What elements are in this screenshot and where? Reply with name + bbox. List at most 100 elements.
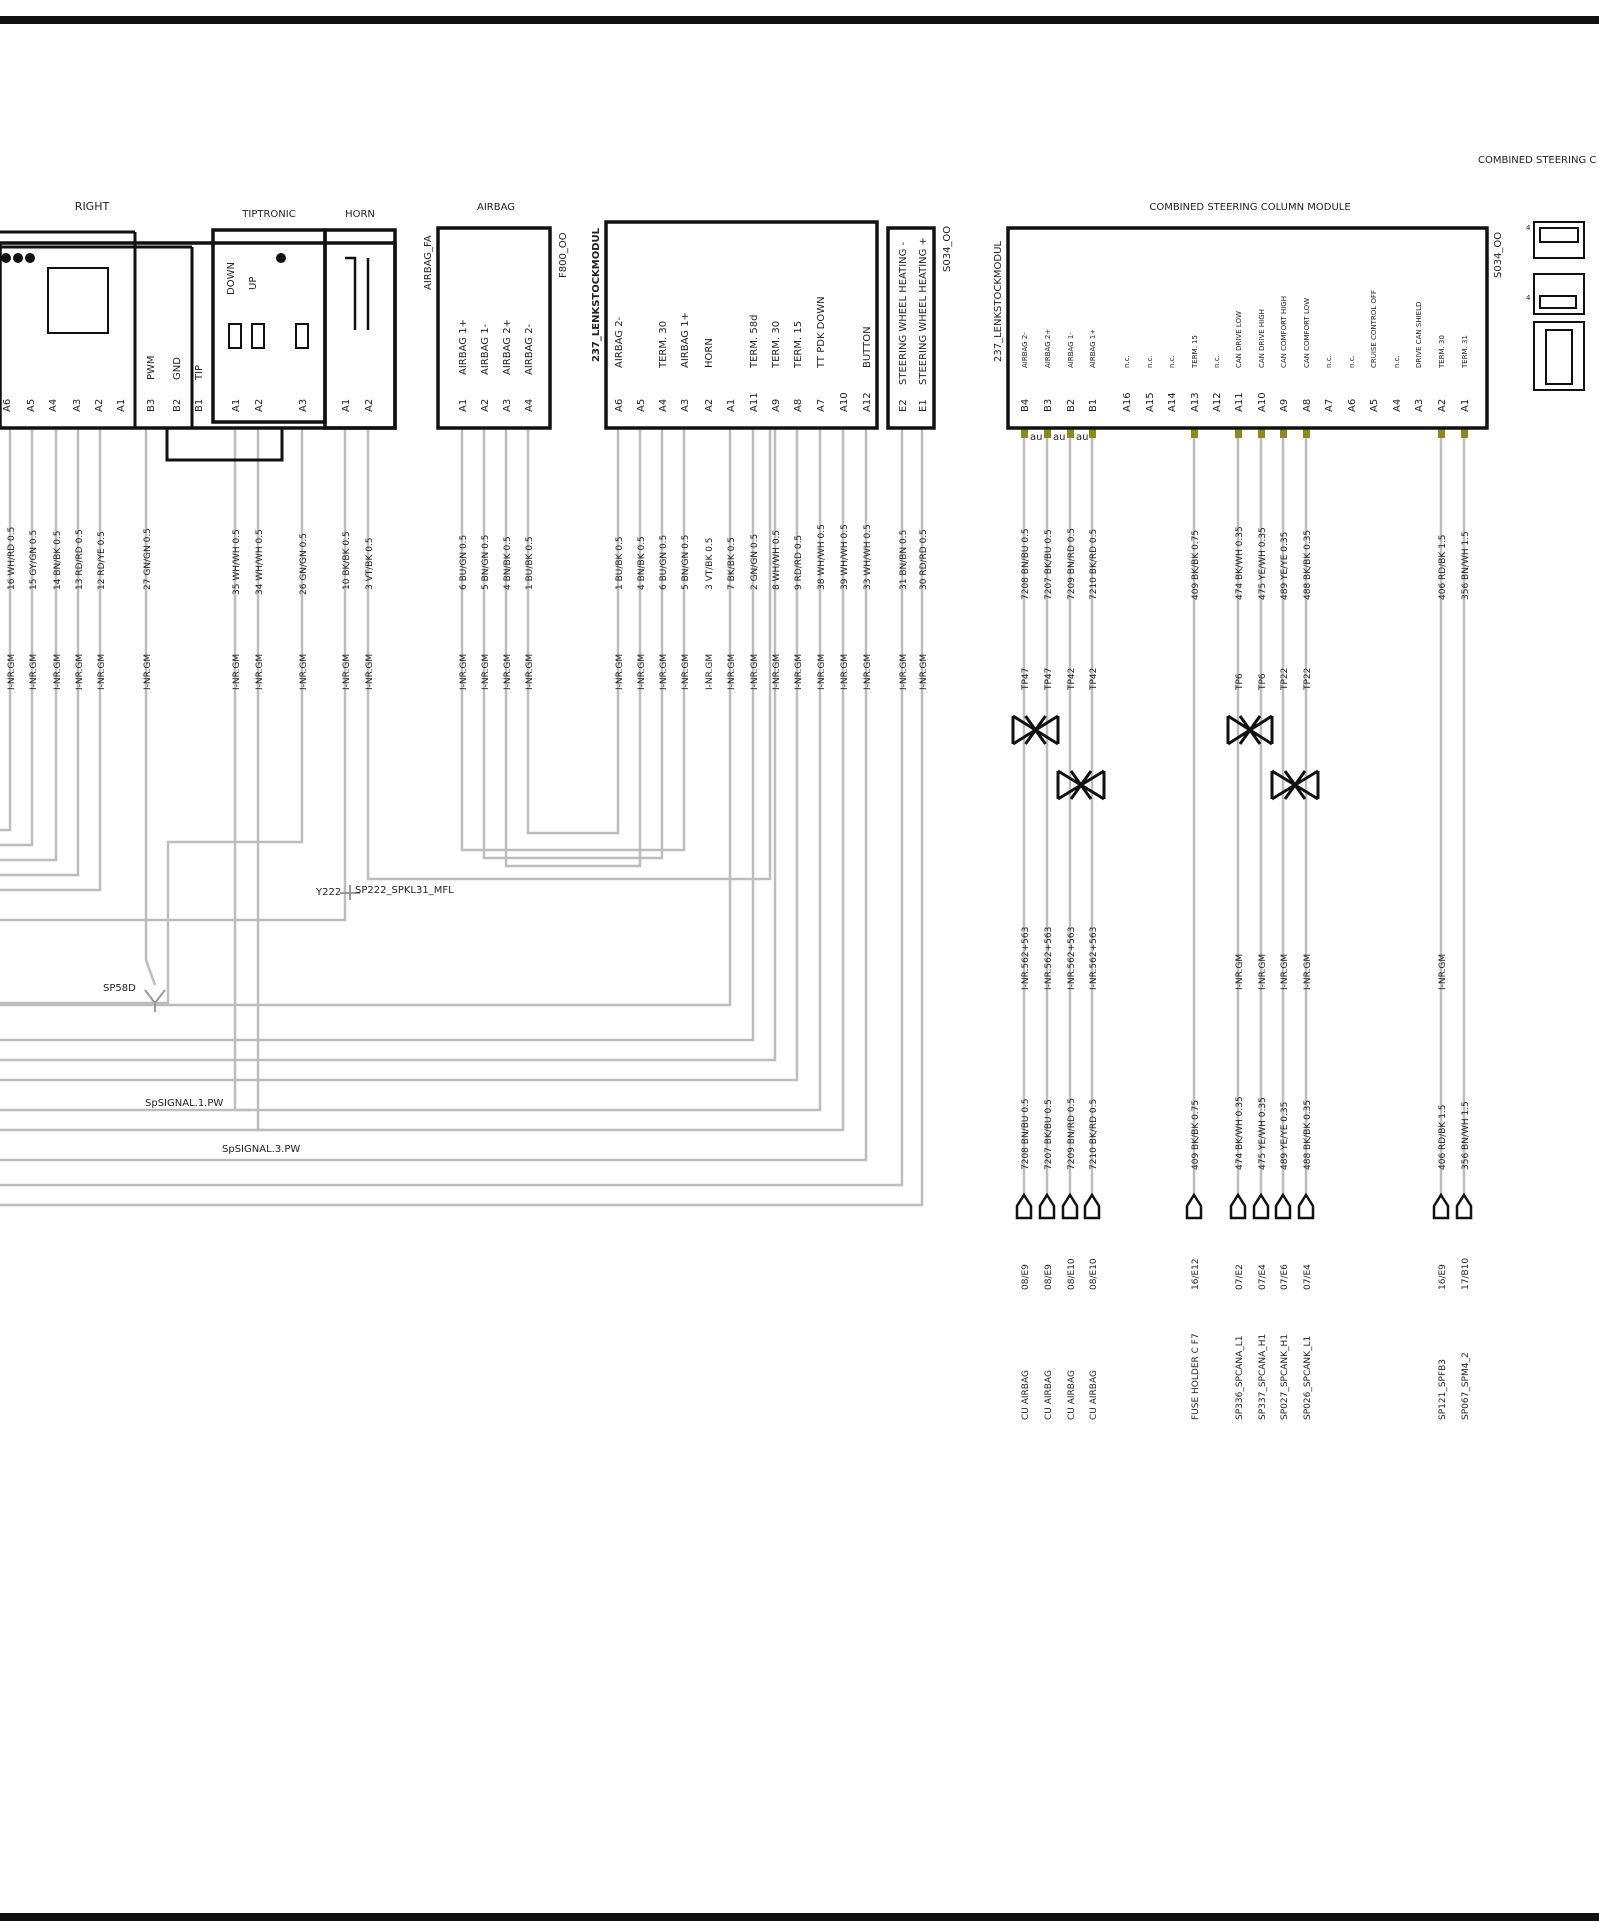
cscm-wire-label: 488 BK/BK 0.35 — [1303, 530, 1313, 600]
lenkstock-wire — [0, 428, 868, 1162]
lenkstock-pin-label: A6 — [614, 399, 625, 412]
airbag-fa-wire-label: 5 BN/GN 0.5 — [481, 535, 491, 590]
splice-signal1-label: SpSIGNAL.1.PW — [145, 1098, 223, 1109]
lenkstock-pin-label: A4 — [658, 399, 669, 412]
heating-wire-label: 30 RD/RD 0.5 — [919, 529, 929, 590]
cscm-destination-label: CU AIRBAG — [1067, 1370, 1077, 1420]
cscm-twisted-pair-label: TP22 — [1280, 668, 1290, 691]
horn-wire-label: 10 BK/BK 0.5 — [342, 531, 352, 590]
cscm-pin-func: CAN COMFORT LOW — [1303, 298, 1311, 368]
ground-label: I-NR.GM — [29, 654, 39, 690]
airbag-fa-pin-label: A2 — [480, 399, 491, 412]
airbag-fa-wire-label: 1 BU/BK 0.5 — [525, 536, 535, 590]
cscm-pin-terminal — [1089, 428, 1096, 438]
lenkstock-wire-label: 5 BN/GN 0.5 — [681, 535, 691, 590]
cscm-ground-label: I-NR.GM — [1235, 954, 1245, 990]
lenkstock-pin-func: TERM. 30 — [658, 321, 669, 369]
right-wire — [0, 428, 12, 832]
cscm-ground-label: I-NR.562+563 — [1067, 927, 1077, 990]
cscm-destination-label: SP027_SPCANK_H1 — [1280, 1334, 1290, 1420]
switch-node-icon — [25, 253, 35, 263]
cscm-ground-label: I-NR.562+563 — [1021, 927, 1031, 990]
lenkstock-pin-label: A11 — [749, 392, 760, 412]
cscm-twisted-pair-label: TP42 — [1067, 668, 1077, 691]
cscm-pin-label: A8 — [1302, 399, 1313, 412]
right-pin-label: A1 — [116, 399, 127, 412]
cscm-pin-label: A7 — [1324, 399, 1335, 412]
lenkstockmodul-label: 237_LENKSTOCKMODUL — [591, 227, 602, 362]
airbag-fa-wire-label: 6 BU/GN 0.5 — [459, 535, 469, 590]
ground-label: I-NR.GM — [255, 654, 265, 690]
lenkstock-pin-func: TERM. 58d — [749, 315, 760, 369]
cscm-pin-label: A11 — [1234, 392, 1245, 412]
cscm-terminal-icon — [1061, 1192, 1079, 1220]
lenkstock-pin-label: A10 — [839, 392, 850, 412]
cscm-s034-label: S034_OO — [1493, 232, 1504, 278]
lenkstock-pin-func: AIRBAG 1+ — [680, 312, 691, 368]
cscm-ground-label: I-NR.562+563 — [1089, 927, 1099, 990]
lenkstock-pin-func: AIRBAG 2- — [614, 316, 625, 368]
twisted-pair-icon — [1226, 714, 1274, 746]
horn-wire-label: 3 VT/BK 0.5 — [365, 537, 375, 590]
cscm-box — [1006, 226, 1489, 430]
tiptronic-wire-label: 34 WH/WH 0.5 — [255, 529, 265, 595]
cscm-pin-label: A2 — [1437, 399, 1448, 412]
resistor-icon — [228, 323, 242, 349]
lenkstock-pin-func: HORN — [704, 338, 715, 368]
ground-label: I-NR.GM — [342, 654, 352, 690]
airbag-fa-wire-label: 4 BN/BK 0.5 — [503, 536, 513, 590]
cscm-pin-func: n.c. — [1348, 355, 1356, 368]
airbag-wire — [504, 428, 642, 868]
cscm-pin-terminal — [1303, 428, 1310, 438]
lenkstock-wire — [0, 428, 777, 1062]
cscm-pin-func: CAN DRIVE LOW — [1235, 311, 1243, 368]
airbag-wire — [526, 428, 620, 835]
right-pin-label: A4 — [48, 399, 59, 412]
right-wire-label: 15 GY/GN 0.5 — [29, 530, 39, 590]
airbag-fa-pin-func: AIRBAG 1- — [480, 323, 491, 375]
cscm-pin-func: n.c. — [1146, 355, 1154, 368]
cscm-twisted-pair-label: TP47 — [1044, 668, 1054, 691]
s034-label: S034_OO — [942, 226, 953, 272]
ground-label: I-NR.GM — [899, 654, 909, 690]
cscm-grid-reference: 07/E2 — [1235, 1264, 1245, 1290]
ground-label: I-NR.GM — [772, 654, 782, 690]
cscm-destination-label: SP121_SPFB3 — [1438, 1359, 1448, 1420]
cscm-pin-func: DRIVE CAN SHIELD — [1415, 302, 1423, 368]
right-pin-label: A3 — [72, 399, 83, 412]
ground-label: I-NR.GM — [919, 654, 929, 690]
right-wire — [0, 428, 58, 862]
cscm-au-tag: au — [1076, 432, 1088, 443]
tiptronic-wire-label: 26 GN/GN 0.5 — [299, 533, 309, 595]
section-airbag-title: AIRBAG — [477, 202, 515, 213]
cscm-twisted-pair-label: TP6 — [1258, 673, 1268, 691]
cscm-terminal-icon — [1015, 1192, 1033, 1220]
cscm-grid-reference: 07/E4 — [1303, 1264, 1313, 1290]
section-cscm-corner-title: COMBINED STEERING C — [1478, 155, 1596, 166]
ground-label: I-NR.GM — [727, 654, 737, 690]
splice-signal3-label: SpSIGNAL.3.PW — [222, 1144, 300, 1155]
lenkstockmodul-box — [604, 220, 879, 430]
cscm-pin-func: CAN COMFORT HIGH — [1280, 296, 1288, 368]
cscm-pin-label: A13 — [1190, 392, 1201, 412]
cscm-wire-label: 7210 BK/RD 0.5 — [1089, 529, 1099, 600]
resistor-icon — [251, 323, 265, 349]
cscm-wire-label: 406 RD/BK 1.5 — [1438, 534, 1448, 600]
lenkstock-pin-label: A9 — [771, 399, 782, 412]
cscm-pin-label: A10 — [1257, 392, 1268, 412]
tiptronic-up-label: UP — [248, 277, 259, 290]
cscm-grid-reference: 08/E9 — [1021, 1264, 1031, 1290]
cscm-pin-label: A9 — [1279, 399, 1290, 412]
cscm-pin-terminal — [1258, 428, 1265, 438]
cscm-wire-label: 7209 BN/RD 0.5 — [1067, 528, 1077, 600]
lenkstock-wire — [0, 428, 822, 1112]
ground-label: I-NR.GM — [143, 654, 153, 690]
cscm-pin-func: AIRBAG 1- — [1067, 332, 1075, 368]
heating-pin-func: STEERING WHEEL HEATING + — [918, 237, 929, 385]
lenkstock-wire-label: 33 WH/WH 0.5 — [863, 524, 873, 590]
right-wire-label: 14 BN/BK 0.5 — [53, 530, 63, 590]
cscm-pin-terminal — [1044, 428, 1051, 438]
right-wire-label: 27 GN/GN 0.5 — [143, 528, 153, 590]
right-wire-label: 16 WH/RD 0.5 — [7, 527, 17, 590]
connector-pin-number: 4 — [1526, 224, 1531, 232]
